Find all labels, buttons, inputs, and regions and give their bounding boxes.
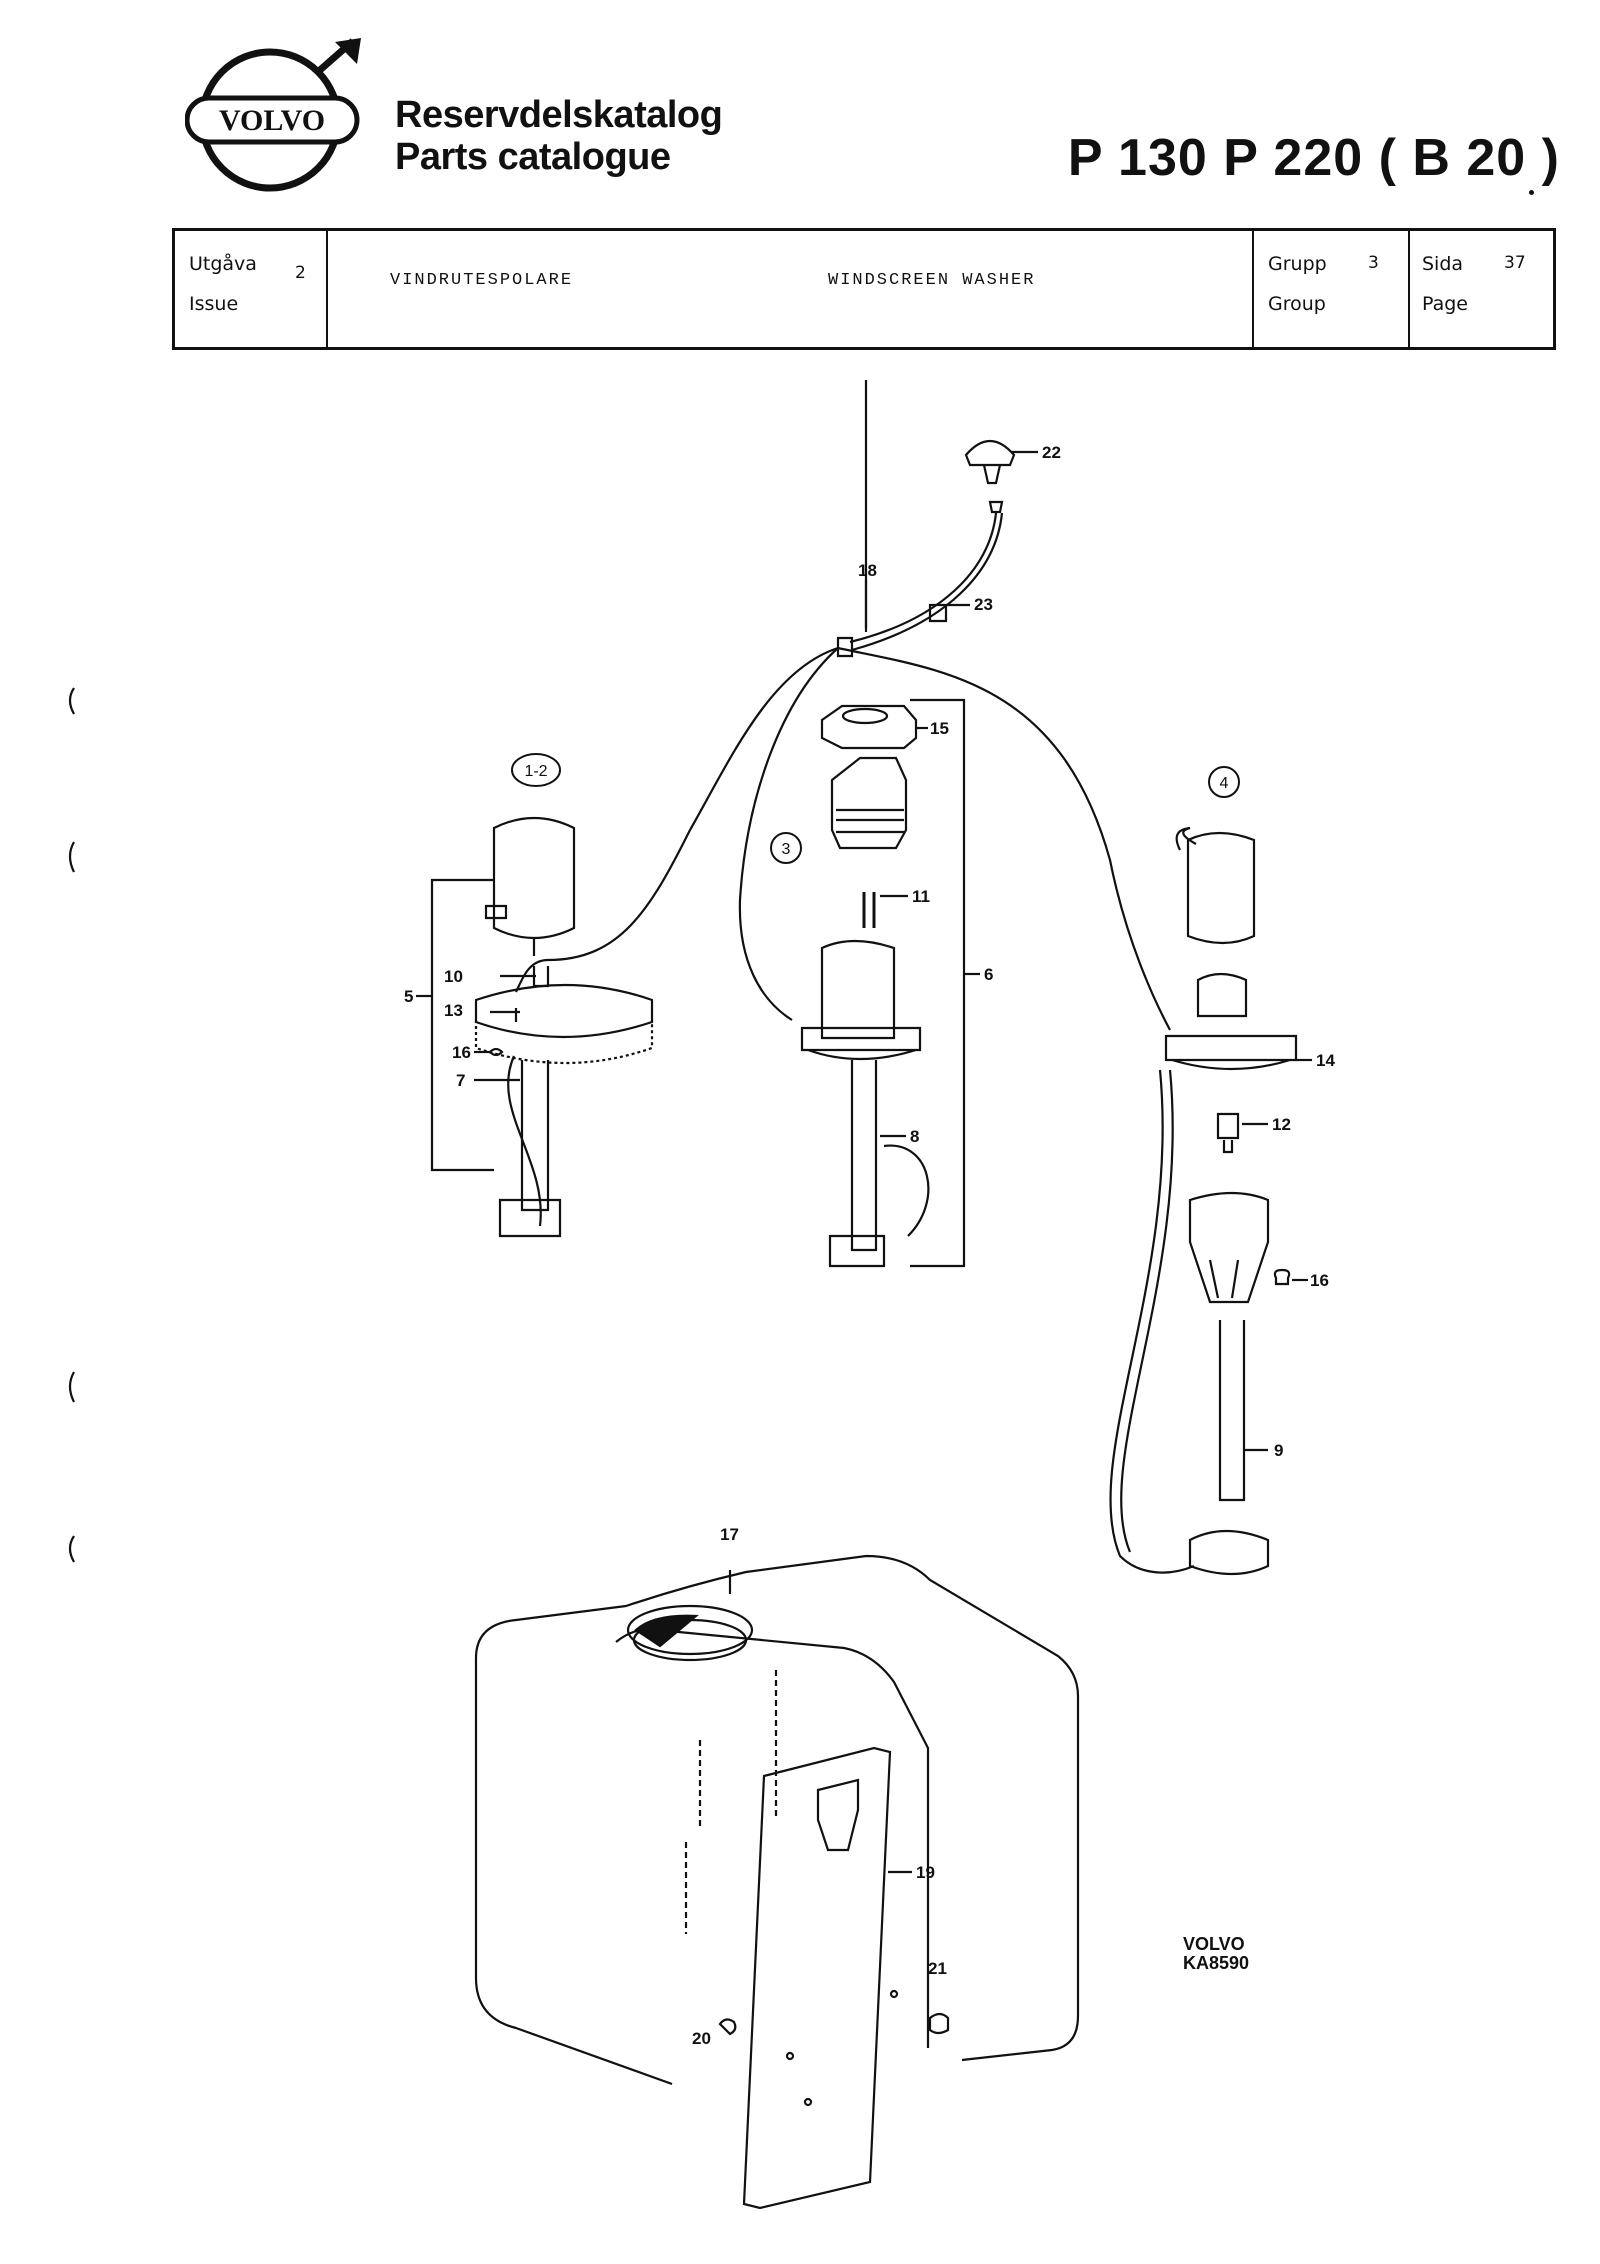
suction-tube-part-9 bbox=[1218, 1320, 1246, 1502]
callout-12: 12 bbox=[1272, 1115, 1291, 1134]
screw-part-20 bbox=[718, 2018, 737, 2036]
catalogue-title-english: Parts catalogue bbox=[395, 136, 671, 178]
hose-t-connector-part-18 bbox=[836, 636, 854, 658]
variant-marker-4: 4 bbox=[1220, 775, 1229, 792]
pump-housing-3 bbox=[820, 939, 896, 1040]
callout-9: 9 bbox=[1274, 1441, 1283, 1460]
suction-tube-7 bbox=[520, 1060, 550, 1212]
callout-15: 15 bbox=[930, 719, 949, 738]
parts-exploded-drawing: 22 18 23 15 11 6 8 10 5 13 16 7 14 12 16… bbox=[68, 380, 1335, 2210]
hose-to-pump-4 bbox=[837, 646, 1171, 1031]
page-label-en: Page bbox=[1422, 293, 1468, 315]
callout-11: 11 bbox=[912, 887, 930, 906]
rubber-bushing-part-21 bbox=[928, 2012, 950, 2035]
bracket-part-19 bbox=[742, 1746, 892, 2210]
callout-23: 23 bbox=[974, 595, 993, 614]
reservoir-collar-part-14 bbox=[1164, 1034, 1298, 1071]
figure-code: VOLVO KA8590 bbox=[1183, 1935, 1249, 1973]
logo-wordmark: VOLVO bbox=[219, 104, 325, 137]
clip-part-16b bbox=[1273, 1268, 1291, 1286]
assembly-bracket-6 bbox=[910, 698, 966, 1268]
callout-5: 5 bbox=[404, 987, 413, 1006]
section-title-english: WINDSCREEN WASHER bbox=[828, 271, 1036, 290]
hose-to-nozzle bbox=[849, 512, 998, 644]
callout-17: 17 bbox=[720, 1525, 739, 1544]
group-cell: Grupp Group 3 bbox=[1254, 231, 1410, 347]
cover-part-15 bbox=[820, 704, 918, 750]
callout-19: 19 bbox=[916, 1863, 935, 1882]
volvo-logo: VOLVO bbox=[185, 38, 361, 192]
page-cell: Sida Page 37 bbox=[1410, 231, 1553, 347]
reservoir-collar-3 bbox=[800, 1026, 922, 1061]
suction-tube-8 bbox=[850, 1060, 878, 1252]
variant-marker-3: 3 bbox=[782, 841, 791, 858]
hose-to-pump-3 bbox=[738, 647, 839, 1021]
callout-22: 22 bbox=[1042, 443, 1061, 462]
connector-part-12 bbox=[1216, 1112, 1240, 1154]
page-label-sv: Sida bbox=[1422, 253, 1464, 275]
figure-brand: VOLVO bbox=[1183, 1934, 1245, 1954]
pump-filter-housing-4 bbox=[1188, 1191, 1270, 1304]
model-designation: P 130 P 220 ( B 20 ) bbox=[1067, 129, 1560, 187]
pump-motor-3 bbox=[830, 756, 908, 850]
callout-14: 14 bbox=[1316, 1051, 1335, 1070]
figure-number: KA8590 bbox=[1183, 1953, 1250, 1973]
callout-20: 20 bbox=[692, 2029, 711, 2048]
catalogue-title-swedish: Reservdelskatalog bbox=[395, 94, 723, 136]
issue-value: 2 bbox=[295, 263, 306, 283]
group-label-sv: Grupp bbox=[1268, 253, 1327, 275]
callout-21: 21 bbox=[928, 1959, 947, 1978]
washer-reservoir-part-17 bbox=[474, 1554, 1080, 2062]
hose-clip-part-23 bbox=[928, 603, 970, 623]
group-value: 3 bbox=[1368, 253, 1379, 273]
callout-18: 18 bbox=[858, 561, 877, 580]
punch-mark bbox=[68, 687, 75, 715]
assembly-bracket-5 bbox=[430, 878, 494, 1172]
callout-16b: 16 bbox=[1310, 1271, 1329, 1290]
callout-8: 8 bbox=[910, 1127, 919, 1146]
callout-10: 10 bbox=[444, 967, 463, 986]
callout-6: 6 bbox=[984, 965, 993, 984]
variant-marker-1-2: 1-2 bbox=[524, 763, 547, 780]
washer-nozzle-part-22 bbox=[964, 440, 1038, 514]
pump-motor-4 bbox=[1186, 831, 1256, 945]
callout-7: 7 bbox=[456, 1071, 465, 1090]
issue-cell: Utgåva Issue 2 bbox=[175, 231, 328, 347]
issue-label-en: Issue bbox=[189, 293, 239, 315]
dot-mark bbox=[1529, 190, 1534, 195]
callout-16: 16 bbox=[452, 1043, 471, 1062]
punch-mark bbox=[68, 1371, 75, 1403]
return-hose-4 bbox=[1109, 1069, 1195, 1574]
punch-mark bbox=[68, 841, 75, 873]
section-title-cell: VINDRUTESPOLARE WINDSCREEN WASHER bbox=[328, 231, 1254, 347]
group-label-en: Group bbox=[1268, 293, 1326, 315]
clip-part-16 bbox=[488, 1047, 504, 1057]
page-value: 37 bbox=[1504, 253, 1526, 273]
hose-to-pump-1-2 bbox=[515, 646, 839, 993]
section-title-swedish: VINDRUTESPOLARE bbox=[390, 271, 574, 290]
punch-mark bbox=[68, 1535, 75, 1563]
info-table: Utgåva Issue 2 VINDRUTESPOLARE WINDSCREE… bbox=[172, 228, 1556, 350]
pump-motor-1-2 bbox=[492, 816, 576, 940]
issue-label-sv: Utgåva bbox=[189, 253, 257, 275]
callout-13: 13 bbox=[444, 1001, 463, 1020]
